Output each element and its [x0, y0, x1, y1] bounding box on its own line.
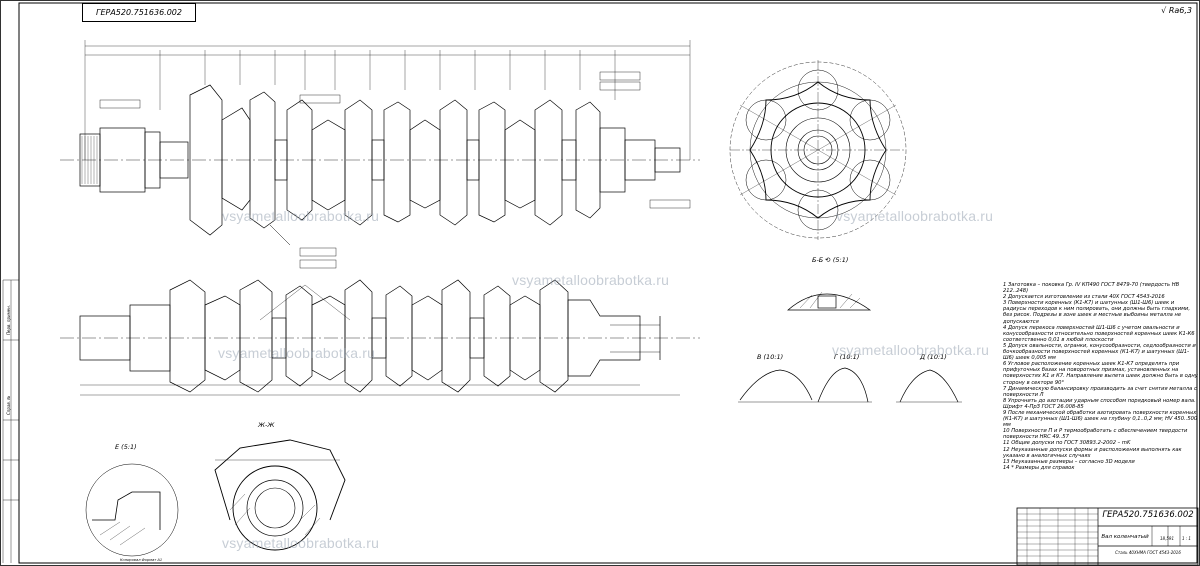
- watermark: vsyametalloobrabotka.ru: [512, 272, 670, 288]
- section-zhzh: [214, 439, 346, 551]
- general-roughness: √ Ra6,3: [1161, 6, 1192, 15]
- title-block: [1016, 507, 1199, 566]
- note-item: 13 Неуказанные размеры – согласно 3D мод…: [1003, 458, 1135, 465]
- crankshaft-main-view: [60, 40, 700, 269]
- top-designation-stamp: ГЕРА520.751636.002: [82, 3, 196, 22]
- label-section-zhzh: Ж-Ж: [258, 421, 275, 429]
- detail-views: [738, 367, 962, 403]
- note-item: 6 Угловое расположение коренных шеек К1-…: [1003, 361, 1198, 386]
- roughness-value: Ra6,3: [1168, 6, 1192, 15]
- note-item: 5 Допуск овальности, огранки, конусообра…: [1003, 342, 1196, 362]
- note-item: 9 После механической обработки азотирова…: [1003, 409, 1198, 429]
- title-block-material: Сталь 40ХНМА ГОСТ 4543-2016: [1115, 550, 1181, 555]
- label-detail-d: Д (10:1): [920, 353, 947, 361]
- note-item: 3 Поверхности коренных (К1-К7) и шатунны…: [1003, 300, 1191, 325]
- note-item: 11 Общие допуски по ГОСТ 30893.2-2002 – …: [1003, 440, 1131, 447]
- section-bb: [787, 291, 872, 311]
- note-item: 7 Динамическую балансировку производить …: [1003, 385, 1197, 398]
- note-item: 10 Поверхности П и Р термообработать с о…: [1003, 428, 1188, 441]
- detail-e: [85, 463, 179, 557]
- side-label-reference: Справ. №: [6, 395, 11, 415]
- inner-frame: [18, 2, 1198, 564]
- watermark: vsyametalloobrabotka.ru: [222, 535, 380, 551]
- label-detail-v: В (10:1): [757, 353, 784, 361]
- title-block-part-name: Вал коленчатый: [1101, 534, 1149, 540]
- label-section-bb: Б-Б ⟲ (5:1): [812, 256, 849, 264]
- note-item: 4 Допуск перекоса поверхностей Ш1-Ш6 с у…: [1003, 324, 1195, 343]
- note-item: 14 * Размеры для справок: [1003, 464, 1075, 471]
- crankshaft-end-view: [729, 60, 907, 240]
- label-detail-g: Г (10:1): [834, 353, 860, 361]
- side-label-first-use: Перв. примен.: [6, 304, 11, 335]
- title-block-mass: 18,591: [1160, 536, 1174, 541]
- note-item: 8 Упрочнить до азотации ударным способом…: [1003, 397, 1196, 410]
- left-side-columns: [2, 279, 19, 563]
- crankshaft-second-view: [60, 279, 700, 396]
- note-item: 1 Заготовка – поковка Гр. IV КП490 ГОСТ …: [1003, 282, 1180, 295]
- label-detail-e: Е (5:1): [115, 443, 137, 451]
- title-block-scale: 1 : 1: [1182, 536, 1191, 541]
- sheet-footer: Копировал Формат A1: [120, 558, 163, 562]
- watermark: vsyametalloobrabotka.ru: [836, 208, 994, 224]
- title-block-designation: ГЕРА520.751636.002: [1102, 510, 1194, 520]
- note-item: 12 Неуказанные допуски формы и расположе…: [1003, 446, 1182, 459]
- technical-requirements: 1 Заготовка – поковка Гр. IV КП490 ГОСТ …: [1003, 282, 1198, 471]
- watermark: vsyametalloobrabotka.ru: [832, 342, 990, 358]
- watermark: vsyametalloobrabotka.ru: [218, 345, 376, 361]
- watermark: vsyametalloobrabotka.ru: [222, 208, 380, 224]
- note-item: 2 Допускается изготовление из стали 40Х …: [1003, 294, 1165, 301]
